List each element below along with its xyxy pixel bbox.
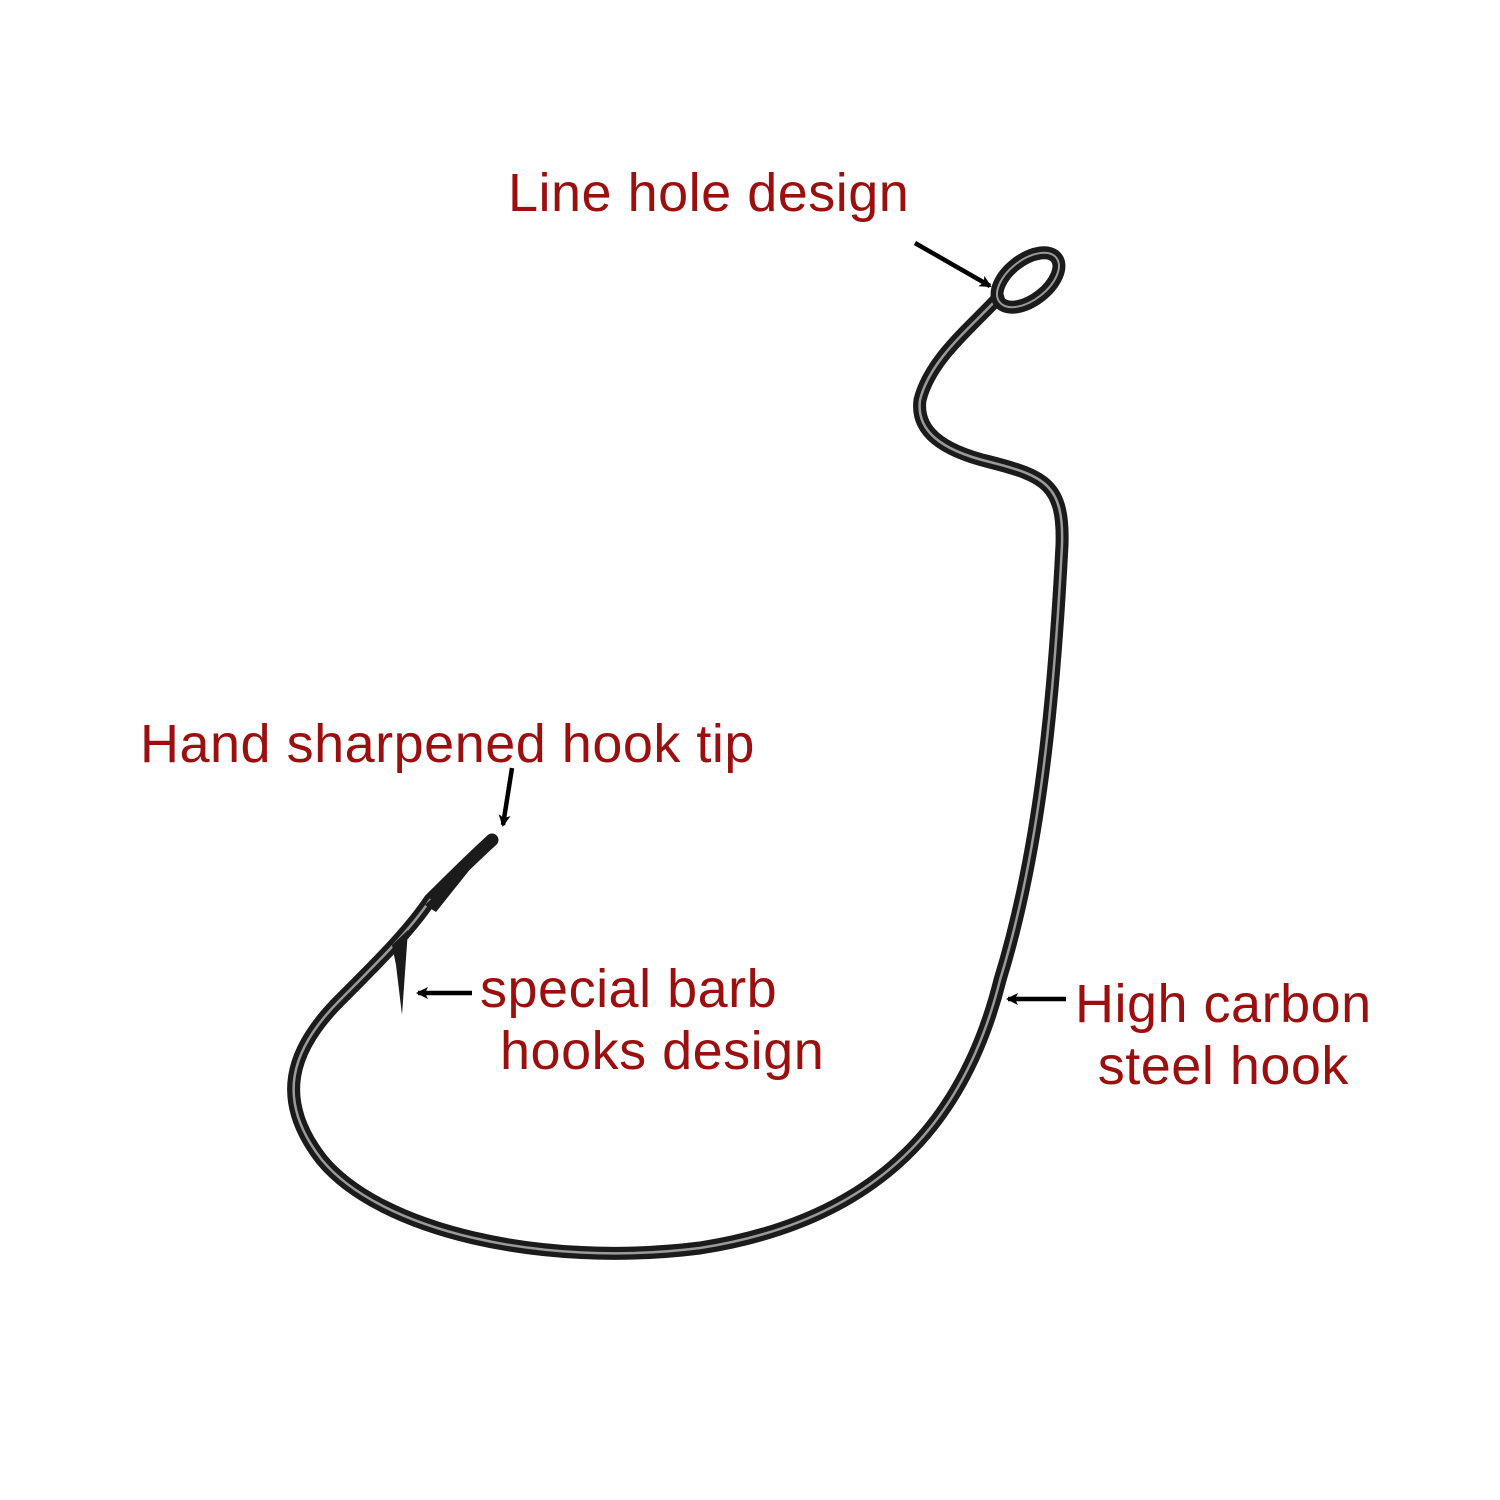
arrow-line-hole — [913, 241, 992, 288]
callout-steel: High carbon steel hook — [1075, 973, 1372, 1097]
hook-body — [287, 291, 1069, 1260]
callout-line-hole: Line hole design — [508, 162, 909, 224]
callout-barb-line-1: special barb — [480, 959, 778, 1019]
callout-barb: special barb hooks design — [480, 958, 824, 1082]
callout-steel-line-1: High carbon — [1075, 974, 1372, 1034]
hook-eye-highlight — [996, 251, 1060, 309]
callout-line-hole-text: Line hole design — [508, 163, 910, 223]
arrow-hook-tip — [498, 767, 515, 827]
hook-point — [425, 838, 495, 912]
callout-hook-tip: Hand sharpened hook tip — [140, 713, 755, 775]
callout-steel-line-2: steel hook — [1097, 1036, 1349, 1097]
callout-hook-tip-text: Hand sharpened hook tip — [140, 714, 755, 774]
fishing-hook-illustration — [287, 246, 1069, 1260]
callout-arrows — [416, 241, 1066, 1005]
hook-barb — [392, 930, 408, 1015]
callout-barb-line-2: hooks design — [500, 1021, 825, 1082]
hook-highlight — [292, 296, 1064, 1255]
hook-eye — [990, 246, 1066, 314]
